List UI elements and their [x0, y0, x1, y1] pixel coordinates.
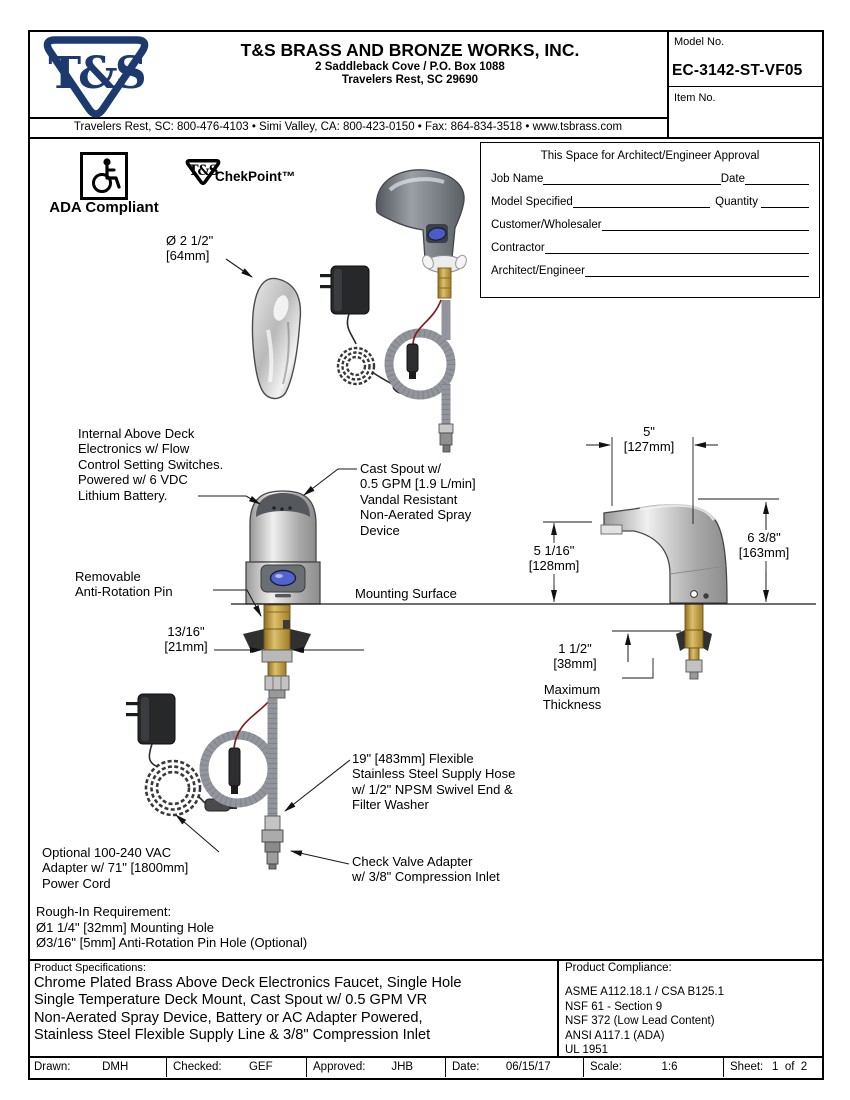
- date-value: 06/15/17: [505, 1061, 551, 1074]
- drawn-value: DMH: [102, 1061, 129, 1074]
- contact-line: Travelers Rest, SC: 800-476-4103 • Simi …: [73, 121, 623, 133]
- checked-value: GEF: [248, 1061, 273, 1074]
- mounting-surface-label: Mounting Surface: [355, 586, 457, 601]
- model-specified-field: [572, 195, 711, 208]
- footer-drawn: Drawn: DMH: [28, 1058, 166, 1078]
- front-view: [243, 490, 321, 699]
- approval-row-architect: Architect/Engineer: [491, 264, 809, 277]
- compliance-item: NSF 372 (Low Lead Content): [565, 1015, 715, 1028]
- compliance-item: NSF 61 - Section 9: [565, 1000, 663, 1013]
- footer-sheet: Sheet: 1 of 2: [723, 1057, 822, 1077]
- footer-date: Date: 06/15/17: [445, 1057, 583, 1077]
- date-label-footer: Date:: [452, 1061, 480, 1074]
- customer-label: Customer/Wholesaler: [491, 219, 602, 231]
- model-no-value: EC-3142-ST-VF05: [672, 62, 803, 79]
- side-view: [600, 503, 728, 680]
- drawn-label: Drawn:: [34, 1061, 71, 1074]
- lower-assembly: [126, 693, 284, 870]
- model-item-divider: [667, 86, 822, 87]
- date-label: Date: [720, 173, 745, 185]
- dim-deck-thickness: 1 1/2" [38mm]: [553, 641, 597, 672]
- approval-row-contractor: Contractor: [491, 241, 809, 254]
- tands-logo: T&S: [43, 36, 149, 118]
- job-name-label: Job Name: [491, 173, 544, 185]
- scale-value: 1:6: [661, 1061, 678, 1074]
- footer-scale: Scale: 1:6: [583, 1057, 723, 1077]
- anti-rotation-callout: Removable Anti-Rotation Pin: [75, 569, 173, 600]
- header-divider: [667, 30, 669, 138]
- dim-height-left: 5 1/16" [128mm]: [519, 543, 589, 574]
- compliance-item: ANSI A117.1 (ADA): [565, 1029, 665, 1042]
- architect-field: [584, 264, 809, 277]
- architect-label: Architect/Engineer: [491, 265, 585, 277]
- quantity-field: [761, 195, 809, 208]
- checked-label: Checked:: [173, 1061, 222, 1074]
- contact-top-line: [28, 117, 669, 119]
- dim-width-top: 5" [127mm]: [623, 424, 675, 455]
- product-specifications-title: Product Specifications:: [34, 962, 146, 974]
- contractor-field: [544, 241, 809, 254]
- date-field: [745, 172, 809, 185]
- approval-box: This Space for Architect/Engineer Approv…: [480, 142, 820, 298]
- sheet-value: 1 of 2: [772, 1061, 808, 1074]
- product-compliance: Product Compliance: ASME A112.18.1 / CSA…: [565, 962, 817, 1058]
- top-diameter-label: Ø 2 1/2" [64mm]: [166, 233, 214, 264]
- dimension-lines: [214, 437, 779, 679]
- dim-shank: 13/16" [21mm]: [164, 624, 208, 655]
- approved-label: Approved:: [313, 1061, 366, 1074]
- customer-field: [601, 218, 809, 231]
- product-specifications: Product Specifications: Chrome Plated Br…: [34, 962, 552, 1044]
- electronics-callout: Internal Above Deck Electronics w/ Flow …: [78, 426, 224, 503]
- approval-row-jobname: Job Name Date: [491, 172, 809, 185]
- tands-logo-text: T&S: [48, 48, 144, 99]
- chekpoint-icon: T&S: [185, 158, 221, 185]
- item-no-label: Item No.: [674, 92, 716, 104]
- sheet-label: Sheet:: [730, 1061, 764, 1074]
- model-specified-label: Model Specified: [491, 196, 573, 208]
- chekpoint-icon-text: T&S: [188, 163, 217, 179]
- quantity-label: Quantity: [715, 196, 758, 208]
- top-view-cover: [251, 277, 302, 400]
- title-block: Drawn: DMH Checked: GEF Approved: JHB Da…: [28, 1057, 822, 1078]
- header-bottom-line: [28, 137, 822, 139]
- approval-row-customer: Customer/Wholesaler: [491, 218, 809, 231]
- dim-height-right: 6 3/8" [163mm]: [731, 530, 797, 561]
- footer-approved: Approved: JHB: [306, 1057, 445, 1077]
- company-address-2: Travelers Rest, SC 29690: [341, 74, 479, 86]
- company-address-1: 2 Saddleback Cove / P.O. Box 1088: [315, 61, 505, 73]
- perspective-view: [320, 169, 467, 453]
- approval-row-model: Model Specified Quantity: [491, 195, 809, 208]
- compliance-item: UL 1951: [565, 1044, 609, 1057]
- product-compliance-title: Product Compliance:: [565, 962, 672, 974]
- footer-checked: Checked: GEF: [166, 1057, 306, 1077]
- footer-top-line: [28, 1056, 822, 1058]
- supply-hose-callout: 19" [483mm] Flexible Stainless Steel Sup…: [352, 751, 516, 813]
- compliance-item: ASME A112.18.1 / CSA B125.1: [565, 986, 724, 998]
- specs-compliance-divider: [557, 959, 559, 1058]
- page-border: [28, 30, 824, 1080]
- contractor-label: Contractor: [491, 242, 545, 254]
- specs-top-line: [28, 959, 822, 961]
- dim-deck-thickness-note: Maximum Thickness: [542, 682, 602, 713]
- power-adapter-callout: Optional 100-240 VAC Adapter w/ 71" [180…: [42, 845, 189, 891]
- approval-title: This Space for Architect/Engineer Approv…: [540, 150, 760, 162]
- leader-lines: [175, 258, 357, 865]
- scale-label: Scale:: [590, 1061, 622, 1074]
- chekpoint-label: ChekPoint™: [215, 169, 296, 184]
- ada-label: ADA Compliant: [49, 199, 159, 216]
- job-name-field: [543, 172, 721, 185]
- approved-value: JHB: [391, 1061, 414, 1074]
- cast-spout-callout: Cast Spout w/ 0.5 GPM [1.9 L/min] Vandal…: [360, 461, 476, 538]
- check-valve-callout: Check Valve Adapter w/ 3/8" Compression …: [352, 854, 500, 885]
- company-name: T&S BRASS AND BRONZE WORKS, INC.: [240, 40, 580, 60]
- product-specifications-body: Chrome Plated Brass Above Deck Electroni…: [34, 975, 462, 1043]
- ada-icon: [80, 152, 128, 200]
- rough-in-note: Rough-In Requirement: Ø1 1/4" [32mm] Mou…: [36, 904, 308, 951]
- model-no-label: Model No.: [674, 36, 725, 48]
